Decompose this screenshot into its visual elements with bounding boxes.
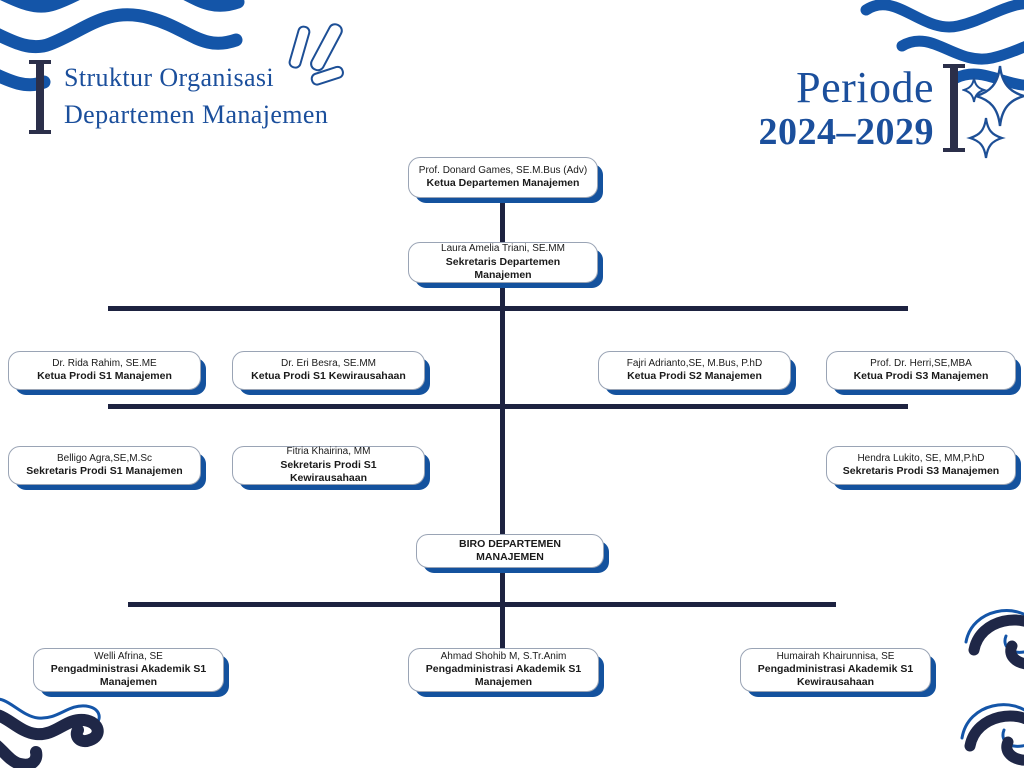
- node-person-name: Fajri Adrianto,SE, M.Bus, P.hD: [626, 357, 763, 369]
- period-text: Periode 2024–2029: [759, 64, 935, 153]
- wave-ribbon-icon: [958, 604, 1024, 768]
- node-ketua-prodi-s1-kewirausahaan[interactable]: Dr. Eri Besra, SE.MM Ketua Prodi S1 Kewi…: [232, 351, 425, 390]
- wave-ribbon-icon: [0, 694, 140, 768]
- node-person-name: Hendra Lukito, SE, MM,P.hD: [857, 452, 985, 464]
- node-role: Sekretaris Departemen Manajemen: [445, 255, 561, 281]
- node-role: Pengadministrasi Akademik S1 Manajemen: [50, 663, 207, 689]
- node-role: Sekretaris Prodi S3 Manajemen: [842, 465, 1000, 478]
- node-person-name: Dr. Eri Besra, SE.MM: [280, 357, 376, 369]
- page-title-group: Struktur Organisasi Departemen Manajemen: [29, 60, 328, 134]
- node-role: BIRO DEPARTEMEN MANAJEMEN: [459, 537, 561, 563]
- node-role: Ketua Prodi S1 Manajemen: [37, 370, 172, 383]
- node-pengadministrasi-akademik-s1-kewirausahaan[interactable]: Humairah Khairunnisa, SE Pengadministras…: [740, 648, 931, 692]
- node-sekretaris-prodi-s3-manajemen[interactable]: Hendra Lukito, SE, MM,P.hD Sekretaris Pr…: [826, 446, 1016, 485]
- node-biro-departemen[interactable]: BIRO DEPARTEMEN MANAJEMEN: [416, 534, 604, 568]
- connector-bus-level-6: [128, 602, 836, 607]
- node-ketua-prodi-s1-manajemen[interactable]: Dr. Rida Rahim, SE.ME Ketua Prodi S1 Man…: [8, 351, 201, 390]
- connector-ketua-to-sekretaris: [500, 198, 505, 242]
- page-title-line-1: Struktur Organisasi: [64, 63, 275, 93]
- node-pengadministrasi-akademik-s1-manajemen-1[interactable]: Welli Afrina, SE Pengadministrasi Akadem…: [33, 648, 224, 692]
- node-role: Ketua Prodi S1 Kewirausahaan: [251, 370, 406, 383]
- node-role: Pengadministrasi Akademik S1 Manajemen: [425, 663, 582, 689]
- period-label: Periode: [796, 63, 934, 112]
- title-bar-accent: [29, 60, 51, 134]
- node-person-name: Humairah Khairunnisa, SE: [776, 650, 895, 662]
- node-person-name: Ahmad Shohib M, S.Tr.Anim: [440, 650, 567, 662]
- node-sekretaris-prodi-s1-kewirausahaan[interactable]: Fitria Khairina, MM Sekretaris Prodi S1 …: [232, 446, 425, 485]
- node-person-name: Belligo Agra,SE,M.Sc: [56, 452, 153, 464]
- sparkle-icon: [960, 62, 1024, 167]
- connector-bus-level-3: [108, 306, 908, 311]
- node-role: Ketua Departemen Manajemen: [426, 177, 580, 190]
- node-role: Ketua Prodi S2 Manajemen: [627, 370, 762, 383]
- node-person-name: Dr. Rida Rahim, SE.ME: [52, 357, 157, 369]
- page-title-line-2: Departemen Manajemen: [64, 100, 329, 129]
- node-person-name: Laura Amelia Triani, SE.MM: [441, 243, 565, 255]
- node-sekretaris-departemen[interactable]: Laura Amelia Triani, SE.MM Sekretaris De…: [408, 242, 598, 283]
- node-person-name: Welli Afrina, SE: [94, 650, 163, 662]
- period-group: Periode 2024–2029: [759, 64, 965, 153]
- node-role: Ketua Prodi S3 Manajemen: [853, 370, 989, 383]
- connector-biro-to-bottom: [500, 568, 505, 650]
- node-role: Sekretaris Prodi S1 Kewirausahaan: [280, 458, 377, 484]
- node-pengadministrasi-akademik-s1-manajemen-2[interactable]: Ahmad Shohib M, S.Tr.Anim Pengadministra…: [408, 648, 599, 692]
- page-title: Struktur Organisasi Departemen Manajemen: [64, 60, 328, 134]
- node-person-name: Fitria Khairina, MM: [286, 446, 371, 458]
- node-person-name: Prof. Donard Games, SE.M.Bus (Adv): [418, 164, 588, 176]
- node-person-name: Prof. Dr. Herri,SE,MBA: [870, 357, 972, 369]
- node-sekretaris-prodi-s1-manajemen[interactable]: Belligo Agra,SE,M.Sc Sekretaris Prodi S1…: [8, 446, 201, 485]
- node-ketua-prodi-s3-manajemen[interactable]: Prof. Dr. Herri,SE,MBA Ketua Prodi S3 Ma…: [826, 351, 1016, 390]
- period-years: 2024–2029: [758, 110, 934, 153]
- period-bar-accent: [943, 64, 965, 153]
- node-ketua-departemen[interactable]: Prof. Donard Games, SE.M.Bus (Adv) Ketua…: [408, 157, 598, 198]
- node-ketua-prodi-s2-manajemen[interactable]: Fajri Adrianto,SE, M.Bus, P.hD Ketua Pro…: [598, 351, 791, 390]
- connector-bus-level-4: [108, 404, 908, 409]
- node-role: Pengadministrasi Akademik S1 Kewirausaha…: [757, 663, 914, 689]
- node-role: Sekretaris Prodi S1 Manajemen: [26, 465, 183, 478]
